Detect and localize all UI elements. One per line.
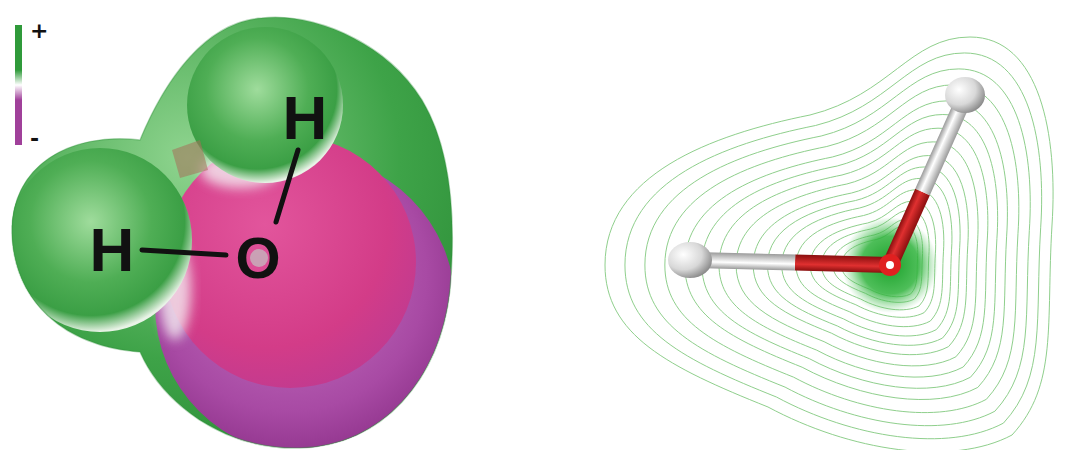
legend-gradient	[15, 70, 22, 100]
atom-label: O	[235, 229, 280, 287]
legend-swatch	[15, 25, 22, 70]
legend-text: -	[30, 128, 39, 150]
bond-line	[142, 250, 226, 255]
atom-label: H	[90, 219, 135, 281]
bond-line	[276, 150, 298, 222]
legend-swatch	[15, 100, 22, 145]
legend-text: +	[30, 20, 48, 42]
atom-label: H	[283, 87, 328, 149]
